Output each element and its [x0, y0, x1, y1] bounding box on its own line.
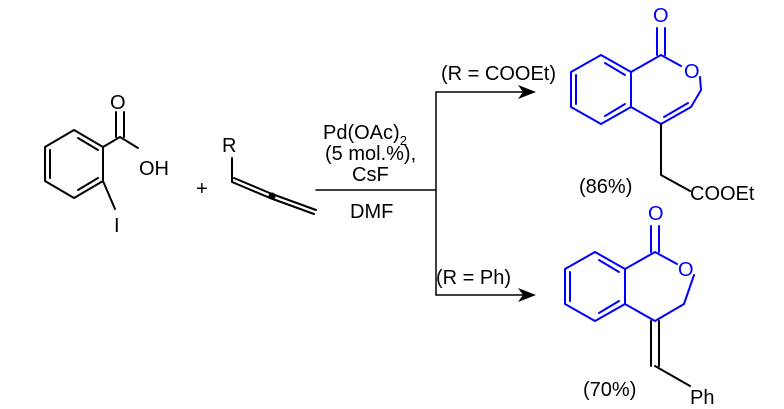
product-isochromanone: O O Ph (70%): [564, 203, 714, 409]
branching-arrow: (R = COOEt) (R = Ph): [315, 63, 556, 302]
carbonyl-oxygen-label: O: [648, 203, 664, 225]
catalyst-label: Pd(OAc)2: [323, 122, 407, 148]
allene-central-carbon: [268, 192, 276, 200]
iodine-label: I: [114, 215, 120, 237]
aromatic-inner-bonds: [49, 137, 99, 191]
reaction-conditions: Pd(OAc)2 (5 mol.%), CsF DMF: [323, 122, 416, 223]
ring-oxygen-label: O: [684, 61, 700, 83]
allene-substituent-label: R: [222, 135, 236, 157]
iodine-bond: [102, 180, 116, 210]
benzo-inner-bonds: [575, 62, 626, 117]
upper-branch-condition: (R = COOEt): [441, 63, 556, 85]
carbonyl-oxygen-label: O: [653, 5, 669, 27]
hydroxyl-label: OH: [139, 158, 169, 180]
benzene-ring: [44, 129, 104, 199]
lower-arrow-head: [518, 288, 536, 302]
solvent-label: DMF: [350, 201, 393, 223]
carboxyl-bonds: [102, 111, 139, 149]
upper-arrow-head: [518, 85, 536, 99]
lactone-ring: [624, 251, 695, 322]
reactant-allene: R: [222, 135, 317, 215]
base-label: CsF: [352, 164, 389, 186]
yield-top: (86%): [579, 176, 632, 198]
reactant-2-iodobenzoic-acid: O OH I: [44, 92, 169, 237]
benzo-inner-bonds: [569, 259, 620, 314]
lower-branch-condition: (R = Ph): [436, 267, 511, 289]
catalyst-loading-label: (5 mol.%),: [325, 143, 416, 165]
phenyl-label: Ph: [690, 387, 714, 409]
yield-bottom: (70%): [583, 379, 636, 401]
exocyclic-double-bond: [650, 320, 691, 387]
ring-double-bond: [663, 102, 689, 118]
product-isocoumarin: O O COOEt (86%): [570, 5, 755, 205]
plus-sign: +: [196, 178, 208, 200]
lactone-carbonyl: [650, 225, 660, 253]
allene-bonds: [231, 157, 317, 215]
benzo-ring: [564, 251, 626, 322]
ring-oxygen-label: O: [678, 259, 694, 281]
ester-label: COOEt: [690, 183, 755, 205]
carbonyl-oxygen-label: O: [110, 92, 126, 114]
benzo-ring: [570, 54, 632, 125]
ester-side-chain: [660, 123, 691, 192]
lactone-carbonyl: [656, 27, 666, 56]
